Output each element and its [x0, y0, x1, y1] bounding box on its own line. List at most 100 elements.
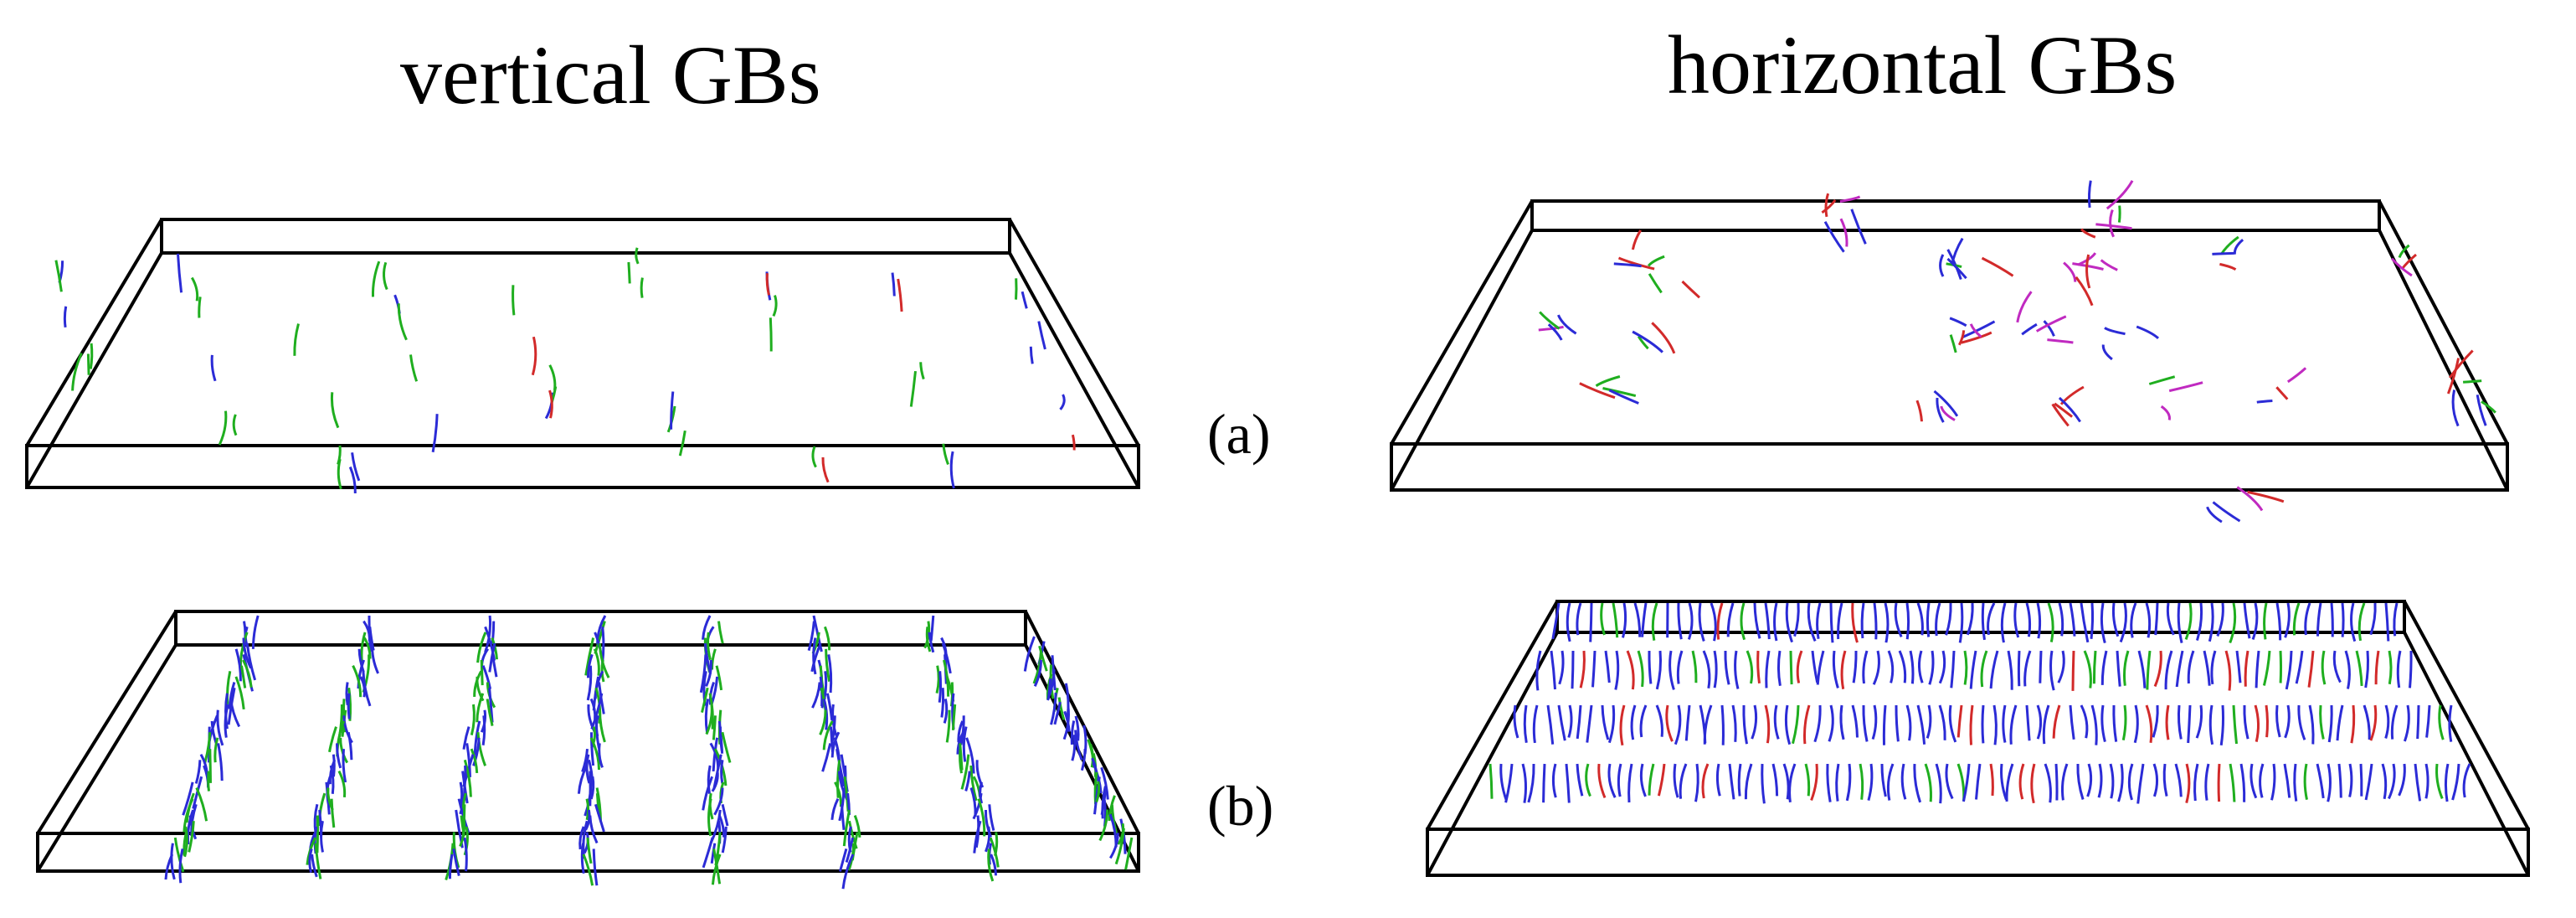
dislocation-segment: [942, 443, 949, 466]
dislocation-segment: [217, 743, 224, 781]
dislocation-segment: [2357, 602, 2366, 642]
dislocation-segment: [1751, 704, 1758, 740]
dislocation-segment: [1928, 650, 1935, 685]
dislocation-segment: [2321, 650, 2327, 685]
dislocation-segment: [2332, 650, 2342, 683]
dislocation-segment: [2229, 602, 2237, 644]
dislocation-segment: [531, 336, 537, 376]
dislocation-segment: [1882, 704, 1887, 745]
dislocation-segment: [1860, 602, 1865, 639]
dislocation-segment: [1038, 645, 1048, 672]
dislocation-segment: [2072, 262, 2104, 271]
dislocation-segment: [224, 704, 229, 738]
dislocation-segment: [2090, 602, 2095, 639]
dislocation-segment: [1816, 602, 1822, 640]
dislocation-segment: [2233, 239, 2244, 255]
dislocation-segment: [459, 821, 466, 848]
dislocation-segment: [1513, 704, 1519, 739]
dislocation-segment: [1776, 650, 1782, 687]
dislocation-segment: [2463, 379, 2482, 384]
box-outline: [1390, 199, 2509, 492]
dislocation-segment: [838, 787, 846, 822]
dislocation-segment: [1566, 602, 1571, 642]
dislocation-segment: [1074, 715, 1080, 741]
dislocation-segment: [979, 781, 984, 804]
dislocation-segment: [2481, 400, 2496, 414]
dislocation-segment: [1810, 763, 1818, 802]
dislocation-segment: [965, 737, 975, 774]
dislocation-segment: [584, 637, 595, 676]
dislocation-segment: [2316, 602, 2322, 637]
dislocation-segment: [2051, 403, 2070, 427]
dislocation-segment: [1557, 704, 1566, 741]
dislocation-segment: [1637, 335, 1649, 350]
dislocation-segment: [2042, 704, 2050, 745]
panel-b-horizontal: [1426, 600, 2530, 877]
dislocation-segment: [2448, 349, 2474, 379]
dislocation-segment: [589, 698, 597, 720]
dislocation-segment: [586, 665, 593, 701]
dislocation-segment: [2398, 244, 2410, 259]
dislocation-segment: [2247, 490, 2285, 503]
dislocation-segment: [2052, 704, 2061, 739]
dislocation-segment: [2243, 704, 2250, 740]
dislocation-segment: [1828, 704, 1834, 742]
dislocation-segment: [1681, 280, 1701, 299]
dislocation-segment: [2208, 602, 2214, 642]
dislocation-segment: [2177, 602, 2183, 643]
dislocation-segment: [1114, 828, 1125, 865]
dislocation-segment: [1710, 602, 1717, 642]
dislocation-segment: [807, 621, 815, 652]
dislocation-segment: [2184, 602, 2193, 640]
dislocation-segment: [1579, 382, 1616, 400]
dislocation-segment: [2451, 389, 2460, 427]
dislocation-segment: [2303, 763, 2308, 801]
dislocation-segment: [589, 732, 595, 766]
dislocation-segment: [811, 682, 821, 709]
dislocation-segment: [2127, 763, 2134, 801]
dislocation-segment: [1887, 650, 1895, 683]
dislocation-segment: [2369, 704, 2378, 741]
dislocation-segment: [594, 803, 605, 833]
dislocation-segment: [314, 843, 322, 879]
dislocation-segment: [1839, 704, 1845, 740]
dislocation-segment: [2030, 763, 2036, 804]
dislocation-segment: [2409, 650, 2413, 688]
dislocation-segment: [2005, 763, 2014, 802]
dislocation-segment: [2364, 763, 2373, 801]
dislocation-segment: [1607, 763, 1617, 798]
dislocation-segment: [2212, 251, 2234, 255]
dislocation-segment: [1916, 602, 1924, 636]
dislocation-segment: [337, 445, 342, 465]
dislocation-segment: [1499, 763, 1508, 801]
dislocation-segment: [2175, 650, 2184, 688]
dislocation-segment: [2036, 704, 2043, 740]
dislocation-segment: [831, 704, 838, 736]
dislocation-segment: [2416, 704, 2420, 740]
dislocation-segment: [718, 815, 726, 838]
dislocation-segment: [823, 626, 831, 651]
dislocation-segment: [2035, 315, 2067, 333]
dislocation-segment: [707, 798, 712, 837]
dislocation-segment: [2116, 650, 2121, 687]
dislocation-segment: [589, 815, 599, 844]
dislocation-segment: [242, 659, 253, 688]
dislocation-segment: [1021, 291, 1028, 309]
dislocation-segment: [2195, 704, 2203, 739]
dislocation-segment: [1071, 734, 1077, 761]
dislocation-segment: [1969, 704, 1974, 745]
dislocation-segment: [2212, 501, 2241, 523]
dislocation-segment: [1905, 602, 1910, 640]
dislocation-segment: [1641, 602, 1648, 637]
dislocation-segment: [472, 737, 481, 766]
dislocation-segment: [2279, 650, 2283, 683]
dislocation-segment: [577, 765, 589, 794]
dislocation-segment: [1761, 763, 1766, 804]
dislocation-segment: [548, 389, 553, 419]
dislocation-segment: [2403, 704, 2410, 742]
dislocation-segment: [1746, 650, 1754, 684]
dislocation-segment: [1980, 650, 1988, 688]
dislocation-segment: [210, 354, 217, 382]
row-label-b: (b): [1207, 774, 1274, 838]
dislocation-segment: [2265, 704, 2269, 738]
